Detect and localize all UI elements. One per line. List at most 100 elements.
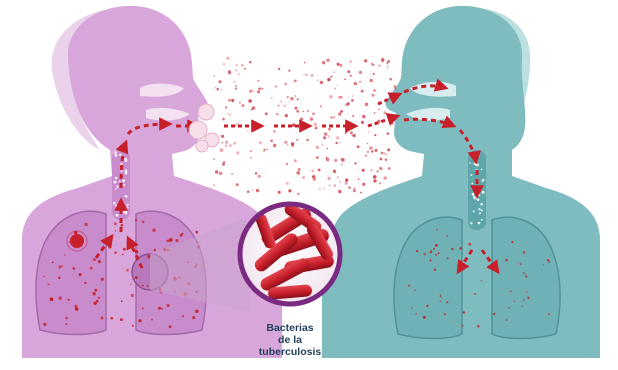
aerosol-droplet xyxy=(273,144,276,147)
aerosol-droplet xyxy=(297,98,299,100)
lung-bacterium xyxy=(543,264,544,265)
lung-bacterium xyxy=(92,292,95,295)
aerosol-droplet xyxy=(278,105,280,107)
airway-dot xyxy=(125,169,128,172)
aerosol-droplet xyxy=(341,158,344,161)
lung-bacterium xyxy=(451,248,453,250)
aerosol-droplet xyxy=(353,134,356,137)
aerosol-droplet xyxy=(227,113,229,115)
airway-dot xyxy=(127,207,129,209)
aerosol-droplet xyxy=(215,170,218,173)
lung-bacterium xyxy=(101,278,104,281)
aerosol-droplet xyxy=(288,70,290,72)
airway-dot xyxy=(478,222,481,225)
aerosol-droplet xyxy=(392,123,394,125)
lung-bacterium xyxy=(435,254,437,256)
lung-bacterium xyxy=(438,252,440,254)
aerosol-droplet xyxy=(379,182,381,184)
lung-bacterium xyxy=(440,300,442,302)
lung-bacterium xyxy=(121,301,123,303)
lung-bacterium xyxy=(122,254,124,256)
aerosol-droplet xyxy=(364,59,367,62)
lung-bacterium xyxy=(526,291,528,293)
aerosol-droplet xyxy=(351,99,354,102)
aerosol-droplet xyxy=(228,70,230,72)
aerosol-droplet xyxy=(286,182,289,185)
aerosol-droplet xyxy=(230,144,232,146)
airway-dot xyxy=(471,174,473,176)
puff xyxy=(198,104,214,120)
lung-bacterium xyxy=(43,276,45,278)
aerosol-droplet xyxy=(303,74,305,76)
aerosol-droplet xyxy=(333,170,336,173)
airway-dot xyxy=(482,191,485,194)
airway-dot xyxy=(114,154,117,157)
aerosol-droplet xyxy=(296,139,298,141)
lung-bacterium xyxy=(195,310,198,313)
aerosol-droplet xyxy=(371,169,373,171)
aerosol-droplet xyxy=(266,149,268,151)
aerosol-droplet xyxy=(381,59,384,62)
aerosol-droplet xyxy=(386,63,388,65)
lung-bacterium xyxy=(496,271,498,273)
airway-dot xyxy=(473,196,475,198)
aerosol-droplet xyxy=(235,70,237,72)
aerosol-droplet xyxy=(339,181,341,183)
lung-bacterium xyxy=(48,283,50,285)
airway-dot xyxy=(474,185,476,187)
airway-dot xyxy=(127,205,129,207)
lung-bacterium xyxy=(424,253,426,255)
aerosol-droplet xyxy=(256,189,259,192)
aerosol-droplet xyxy=(250,150,252,152)
aerosol-droplet xyxy=(291,142,294,145)
aerosol-droplet xyxy=(273,130,276,133)
aerosol-droplet xyxy=(302,176,305,179)
aerosol-droplet xyxy=(220,148,224,152)
lung-bacterium xyxy=(58,277,60,279)
lung-bacterium xyxy=(93,302,96,305)
aerosol-droplet xyxy=(374,134,376,136)
aerosol-droplet xyxy=(354,82,357,85)
aerosol-droplet xyxy=(275,85,278,88)
aerosol-droplet xyxy=(337,63,340,66)
aerosol-droplet xyxy=(328,128,331,131)
aerosol-droplet xyxy=(379,167,382,170)
aerosol-droplet xyxy=(221,135,224,138)
aerosol-droplet xyxy=(347,124,350,127)
aerosol-droplet xyxy=(373,179,376,182)
aerosol-droplet xyxy=(333,71,335,73)
lung-bacterium xyxy=(521,306,522,307)
lung-bacterium xyxy=(85,223,88,226)
aerosol-droplet xyxy=(339,142,340,143)
lung-bacterium xyxy=(108,246,111,249)
lung-bacterium xyxy=(154,249,156,251)
lung-bacterium xyxy=(523,251,525,253)
aerosol-droplet xyxy=(357,145,360,148)
aerosol-droplet xyxy=(320,81,323,84)
aerosol-droplet xyxy=(333,116,335,118)
aerosol-droplet xyxy=(252,106,255,109)
lung-bacterium xyxy=(408,284,410,286)
aerosol-droplet xyxy=(219,172,222,175)
lung-bacterium xyxy=(481,280,483,282)
aerosol-droplet xyxy=(257,90,260,93)
aerosol-droplet xyxy=(236,65,237,66)
caption-line-3: tuberculosis xyxy=(234,346,346,358)
lung-bacterium xyxy=(68,299,70,301)
aerosol-droplet xyxy=(327,177,330,180)
lung-bacterium xyxy=(121,225,123,227)
lung-bacterium xyxy=(130,283,132,285)
aerosol-droplet xyxy=(383,176,387,180)
lung-bacterium xyxy=(135,219,137,221)
airway-dot xyxy=(114,151,117,154)
transmission-arrows xyxy=(224,94,400,126)
aerosol-droplet xyxy=(372,94,375,97)
aerosol-droplet xyxy=(387,65,389,67)
airway-dot xyxy=(476,152,478,154)
aerosol-droplet xyxy=(284,141,287,144)
aerosol-droplet xyxy=(235,125,236,126)
aerosol-droplet xyxy=(300,118,303,121)
aerosol-droplet xyxy=(238,73,240,75)
lung-bacterium xyxy=(52,262,54,264)
lung-bacterium xyxy=(167,304,170,307)
